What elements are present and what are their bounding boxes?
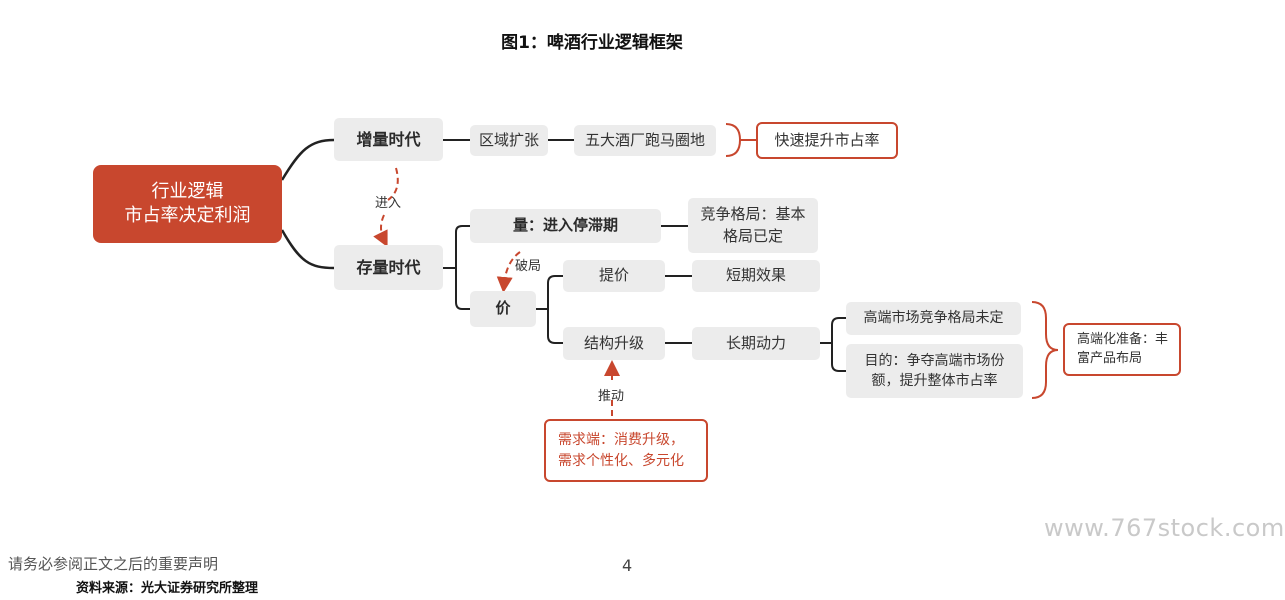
enter-label: 进入 — [375, 196, 402, 211]
high-end-market-node: 高端市场竞争格局未定 — [846, 302, 1021, 335]
structure-upgrade-node: 结构升级 — [563, 327, 665, 360]
volume-stagnation-node: 量：进入停滞期 — [470, 209, 661, 243]
price-node: 价 — [470, 291, 536, 327]
goal-node: 目的：争夺高端市场份额，提升整体市占率 — [846, 344, 1023, 398]
raise-price-node: 提价 — [563, 260, 665, 292]
page-number: 4 — [622, 556, 633, 575]
figure-title: 图1：啤酒行业逻辑框架 — [501, 33, 683, 53]
competition-node: 竞争格局：基本格局已定 — [688, 198, 818, 253]
source-note: 资料来源：光大证券研究所整理 — [76, 581, 259, 596]
market-share-result-node: 快速提升市占率 — [756, 122, 898, 159]
region-expansion-node: 区域扩张 — [470, 125, 548, 156]
long-term-node: 长期动力 — [692, 327, 820, 360]
demand-node: 需求端：消费升级，需求个性化、多元化 — [544, 419, 708, 482]
root-line2: 市占率决定利润 — [124, 205, 251, 226]
root-line1: 行业逻辑 — [151, 180, 224, 202]
watermark: www.767stock.com — [1044, 514, 1285, 542]
disclaimer-text: 请务必参阅正文之后的重要声明 — [8, 555, 219, 573]
five-breweries-node: 五大酒厂跑马圈地 — [574, 125, 716, 156]
stock-era-node: 存量时代 — [334, 245, 443, 290]
break-label: 破局 — [515, 259, 542, 274]
root-node: 行业逻辑 市占率决定利润 — [93, 165, 282, 243]
increment-era-node: 增量时代 — [334, 118, 443, 161]
drive-label: 推动 — [598, 389, 625, 404]
short-term-node: 短期效果 — [692, 260, 820, 292]
preparation-node: 高端化准备：丰富产品布局 — [1063, 323, 1181, 376]
